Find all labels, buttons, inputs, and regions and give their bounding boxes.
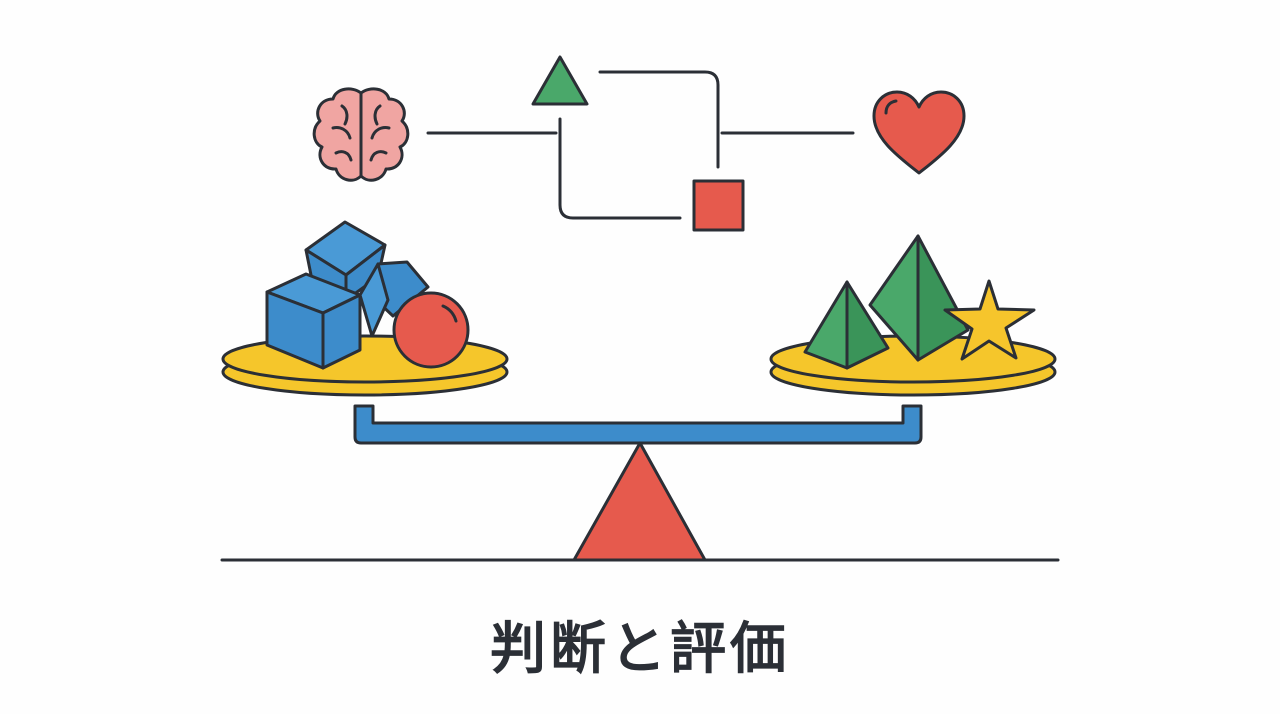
scale-beam	[353, 404, 923, 445]
triangle-icon	[531, 55, 589, 106]
cube-icon	[358, 260, 430, 338]
triangle-fulcrum	[572, 441, 707, 562]
pyramid-icon	[803, 280, 890, 370]
caption-title: 判断と評価	[490, 617, 790, 682]
pyramid-icon	[868, 234, 970, 362]
brain-icon	[312, 87, 410, 182]
connector-lines	[426, 70, 855, 220]
sphere-icon	[392, 291, 470, 369]
star-icon	[943, 279, 1036, 361]
cube-icon	[265, 272, 362, 370]
square-icon	[692, 179, 745, 232]
heart-icon	[872, 90, 966, 175]
